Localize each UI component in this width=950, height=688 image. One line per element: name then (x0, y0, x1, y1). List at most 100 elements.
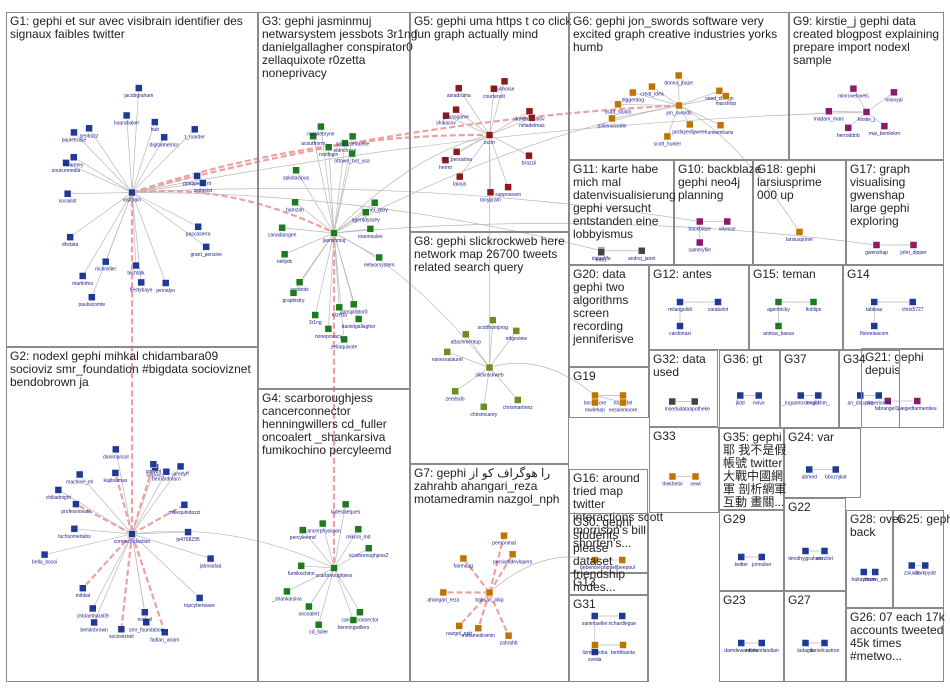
graph-node[interactable]: bendobrown (80, 618, 108, 634)
graph-node[interactable]: ladagia (797, 639, 814, 655)
graph-node[interactable]: conspirator0 (340, 300, 368, 316)
graph-node[interactable]: attachmentup (451, 330, 482, 346)
graph-node[interactable]: fadlan_anam (150, 628, 179, 644)
graph-node[interactable]: mwlehan (585, 398, 605, 414)
graph-node[interactable]: scarboroughjess (316, 564, 353, 580)
graph-node[interactable]: edcountlandian (745, 639, 779, 655)
graph-node[interactable]: visibrain (123, 188, 142, 204)
graph-node[interactable]: herroddob (837, 124, 860, 139)
graph-node[interactable]: mihkal (76, 584, 90, 600)
graph-node[interactable]: dhctata (62, 233, 79, 249)
graph-node[interactable]: bellbeepoul (609, 556, 635, 572)
graph-node[interactable]: hub (151, 118, 160, 133)
graph-node[interactable]: thekhetin (662, 472, 683, 488)
graph-node[interactable]: sammyfile (688, 238, 711, 254)
graph-node[interactable]: minnyal (885, 88, 903, 104)
graph-node[interactable]: rootlogin (319, 143, 339, 159)
graph-node[interactable]: nellydc (277, 250, 293, 266)
graph-node[interactable]: bboznjkat (825, 465, 847, 481)
graph-node[interactable]: lnsedu (665, 397, 680, 413)
graph-node[interactable]: twitter (735, 553, 749, 569)
graph-node[interactable]: graphistry (283, 289, 305, 304)
graph-node[interactable]: seobuzz (80, 124, 99, 140)
graph-node[interactable]: vanessalaurel (432, 348, 463, 363)
graph-node[interactable]: nullnoise (495, 77, 515, 93)
graph-node[interactable]: techtalk (127, 261, 145, 277)
graph-node[interactable]: scotthuntprog (478, 316, 509, 332)
graph-node[interactable]: jennalyo (155, 279, 175, 295)
graph-node[interactable]: tonypram (480, 188, 501, 204)
graph-node[interactable]: nodexl (137, 608, 152, 624)
graph-node[interactable]: an_diaspite (847, 391, 873, 407)
graph-node[interactable]: slickrockweb (475, 363, 504, 379)
graph-node[interactable]: topcyberwave (184, 594, 215, 609)
graph-node[interactable]: t_roarder (185, 125, 206, 141)
graph-node[interactable]: chidambara09 (77, 604, 109, 620)
graph-node[interactable]: tableau (866, 298, 883, 314)
graph-node[interactable]: abmed (802, 465, 818, 481)
graph-node[interactable]: diggerdog (622, 88, 644, 104)
graph-node[interactable]: nickmiller (95, 257, 116, 273)
graph-node[interactable]: vikesse (719, 217, 736, 233)
graph-node[interactable]: _loganmcdonald (781, 391, 819, 407)
graph-node[interactable]: supposeam (495, 183, 521, 199)
graph-node[interactable]: agentdyssey (352, 208, 381, 224)
graph-node[interactable]: henningwillers (338, 616, 370, 632)
graph-node[interactable]: netwarsystem (364, 253, 395, 269)
graph-node[interactable]: pernonmal (492, 531, 516, 547)
graph-node[interactable]: r0zetta (332, 303, 348, 319)
graph-node[interactable]: mfiadelmas (519, 114, 545, 129)
graph-node[interactable]: berthbanta (611, 641, 635, 657)
graph-node[interactable]: jessbots (289, 278, 309, 294)
graph-node[interactable]: unswnl (146, 460, 162, 476)
graph-node[interactable]: agentricky (767, 298, 790, 314)
graph-node[interactable]: jasminmuj (322, 229, 346, 245)
graph-node[interactable]: milangolidi (668, 298, 692, 314)
graph-node[interactable]: chris5727 (902, 298, 924, 314)
graph-node[interactable]: ppeppermint (183, 172, 212, 187)
graph-node[interactable]: fabrangel11 (875, 397, 901, 413)
graph-node[interactable]: brazzii (522, 151, 536, 167)
graph-node[interactable]: zellaquixote (331, 335, 358, 351)
graph-node[interactable]: minrovelovels (838, 84, 869, 100)
graph-node[interactable]: backblaze (688, 217, 711, 233)
graph-node[interactable]: jon_swords (665, 101, 692, 117)
graph-node[interactable]: zeedsdo (446, 387, 465, 403)
graph-node[interactable]: pascaserra (186, 222, 211, 238)
graph-node[interactable]: lizmaniloba (582, 641, 608, 657)
graph-node[interactable]: larsiusprime (786, 228, 813, 244)
graph-node[interactable]: john_dipper (899, 241, 927, 257)
graph-node[interactable]: carabelot (708, 298, 729, 314)
graph-node[interactable]: courtenolt (483, 85, 506, 100)
graph-node[interactable]: zsiuala (904, 561, 920, 577)
graph-node[interactable]: kamer_gary (361, 198, 388, 214)
graph-node[interactable]: jardayedigweek (671, 120, 708, 136)
graph-node[interactable]: superiorma (866, 391, 891, 407)
graph-node[interactable]: chiliadnight (46, 486, 72, 501)
graph-node[interactable]: creat_idea (640, 82, 664, 98)
graph-node[interactable]: bernardmaro (152, 467, 181, 483)
graph-node[interactable]: floreeisacom (860, 322, 888, 338)
graph-node[interactable]: sourcemedia (52, 159, 81, 174)
graph-node[interactable]: chrono_sm (863, 568, 888, 584)
graph-node[interactable]: acoutfrorm (301, 132, 325, 148)
graph-node[interactable]: bella_bossi (32, 550, 57, 566)
graph-node[interactable]: nessiemoore (609, 398, 638, 414)
graph-node[interactable]: mikroli_md (346, 525, 371, 541)
graph-node[interactable]: noneprivacy (315, 325, 342, 340)
graph-node[interactable]: nvivo (753, 391, 765, 407)
graph-node[interactable]: kajitoumas (103, 469, 128, 484)
graph-node[interactable]: bebenovicitip (580, 556, 610, 572)
graph-node[interactable]: richardlegue (608, 612, 636, 628)
graph-node[interactable]: hermt (439, 156, 452, 172)
graph-node[interactable]: percyleemd (290, 526, 316, 542)
graph-node[interactable]: danielgallagher (342, 315, 376, 330)
graph-node[interactable]: haltaymam (852, 568, 876, 584)
graph-node[interactable]: zeitgeist (194, 179, 213, 194)
graph-node[interactable]: danimarisol (103, 445, 129, 461)
graph-node[interactable]: gwenshap (865, 241, 888, 257)
graph-node[interactable]: smeimhans (708, 121, 734, 137)
graph-node[interactable]: annisa_bassa (763, 322, 794, 338)
graph-node[interactable]: canadiangen (268, 223, 297, 239)
graph-node[interactable]: scott_hunter (654, 132, 682, 148)
